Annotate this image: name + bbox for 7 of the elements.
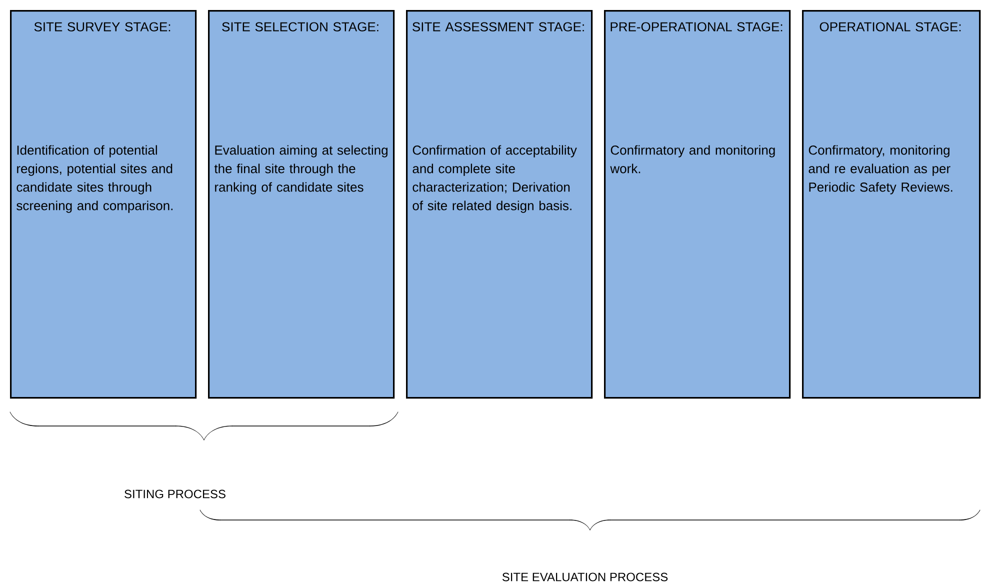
process-label: SITING PROCESS xyxy=(124,490,226,498)
stage-box: OPERATIONAL STAGE: Confirmatory, monitoring and re evaluation as per Periodic Safety Reviews. xyxy=(802,10,981,399)
stage-box: SITE SURVEY STAGE: Identification of potential regions, potential sites and candidate sites through screening and comparison. xyxy=(10,10,197,399)
stage-box: PRE-OPERATIONAL STAGE: Confirmatory and monitoring work. xyxy=(604,10,791,399)
stage-box: SITE ASSESSMENT STAGE: Confirmation of acceptability and complete site characterization; Derivation of site related design basis. xyxy=(406,10,593,399)
process-label: SITE EVALUATION PROCESS xyxy=(502,572,668,582)
stage-box: SITE SELECTION STAGE: Evaluation aiming at selecting the final site through the ranking of candidate sites xyxy=(208,10,395,399)
